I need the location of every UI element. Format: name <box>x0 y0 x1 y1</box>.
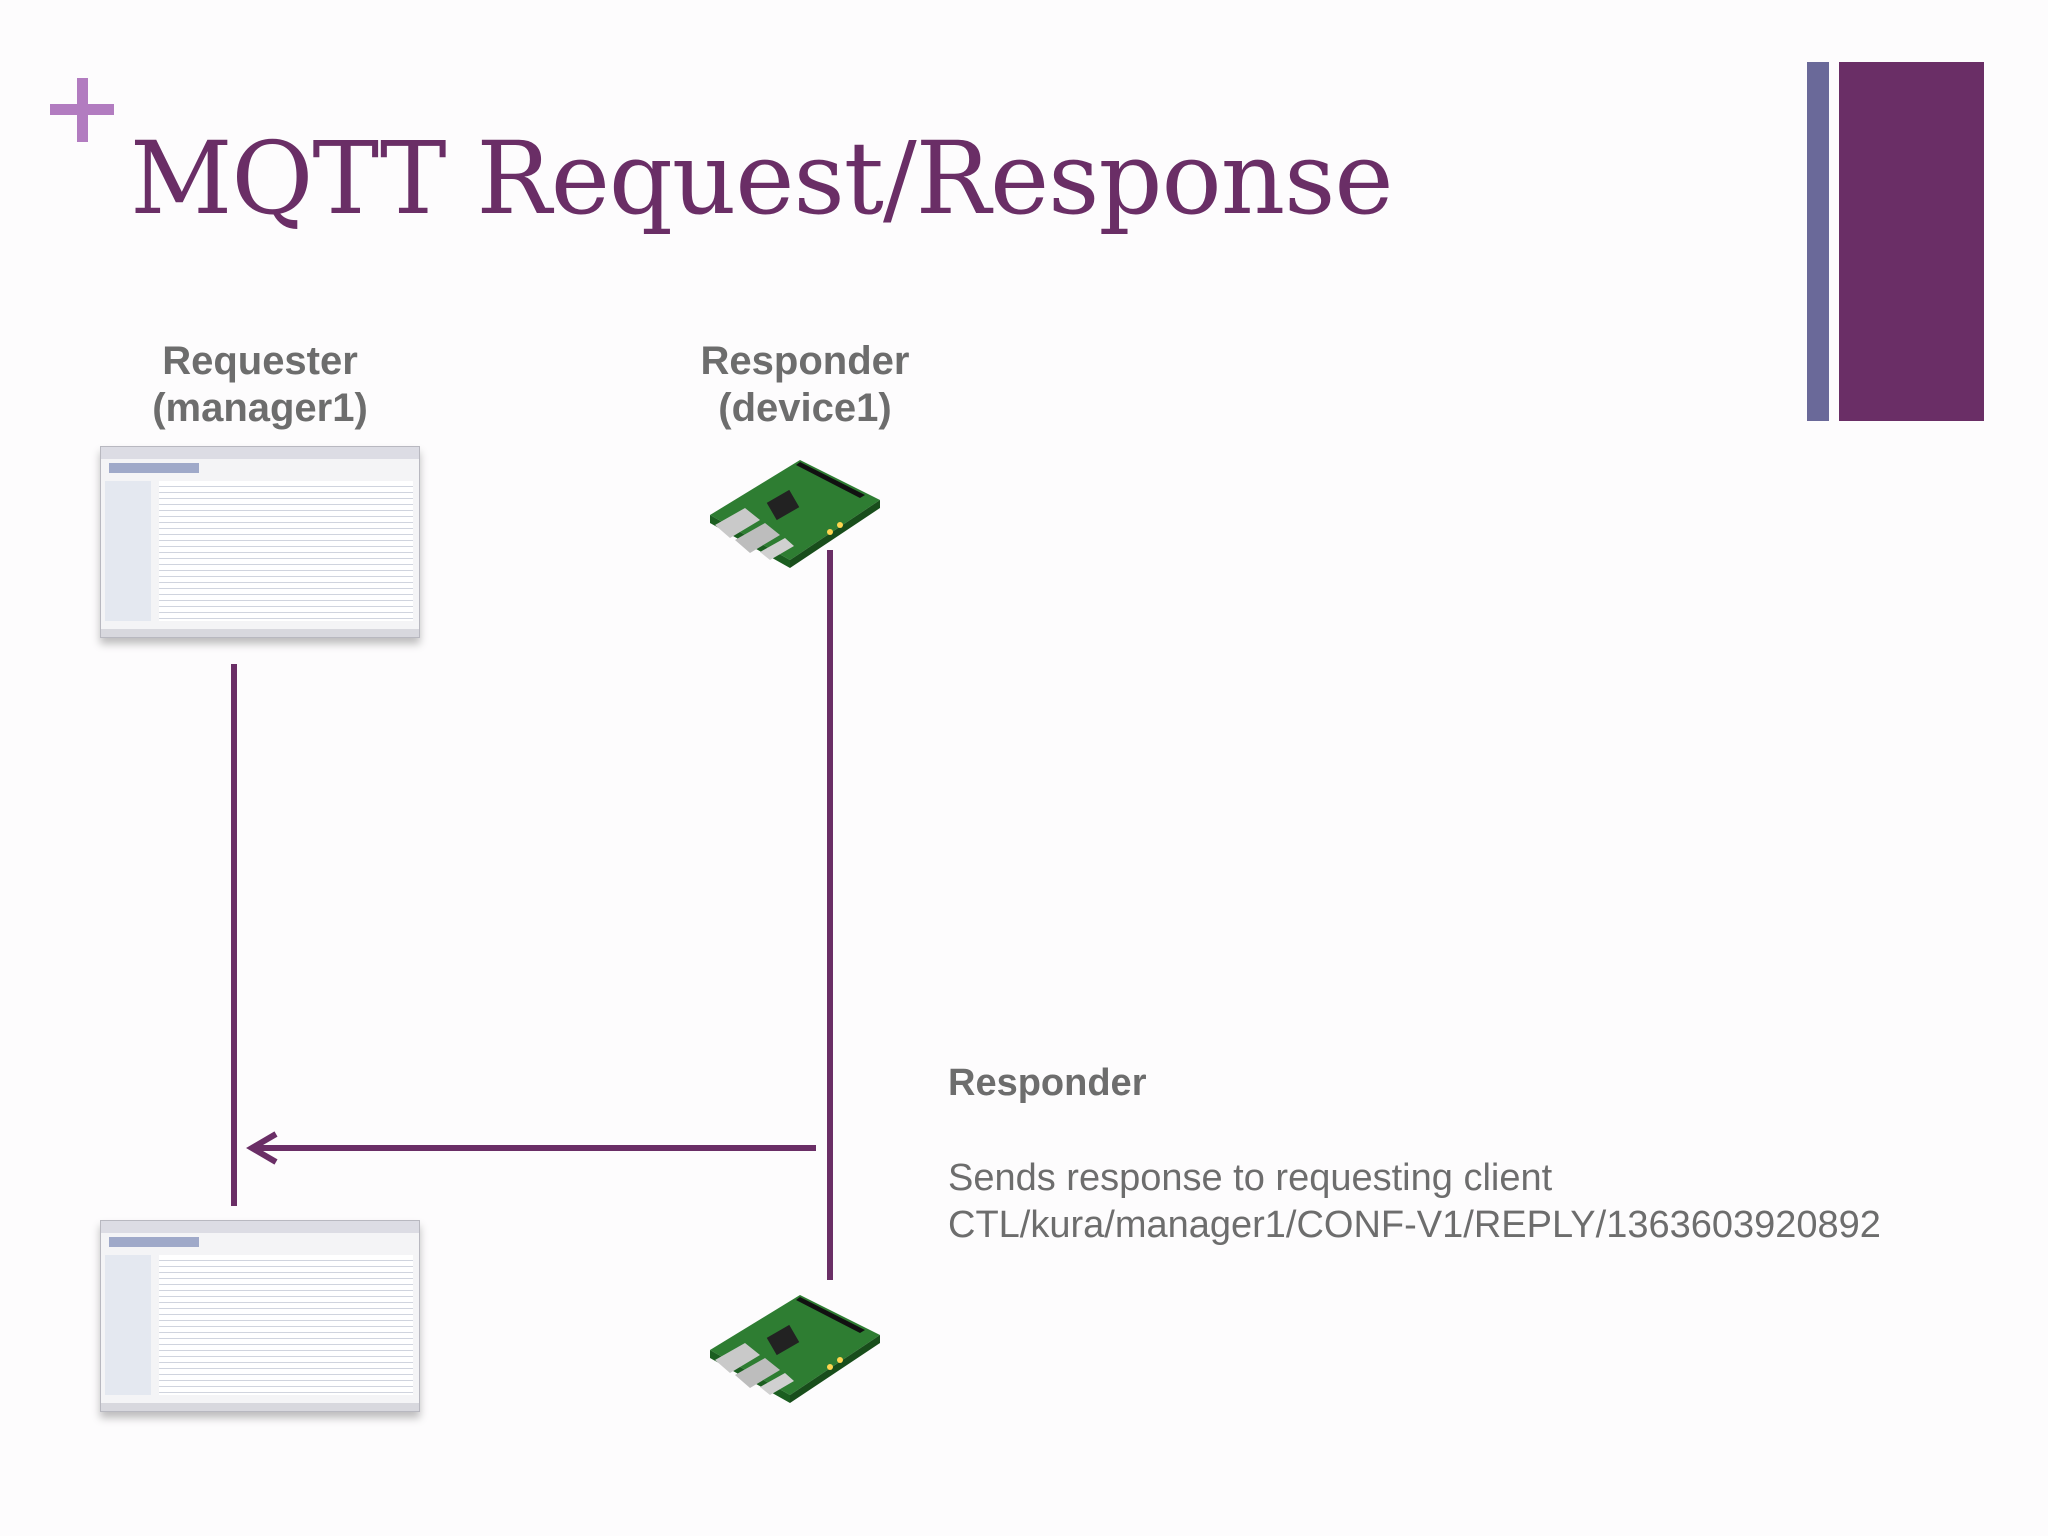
requester-console-icon-top <box>100 446 420 638</box>
decorative-bar-thin <box>1807 62 1829 421</box>
annotation-line-1: Sends response to requesting client <box>948 1157 1553 1199</box>
requester-console-icon-bottom <box>100 1220 420 1412</box>
requester-name: Requester <box>162 339 358 383</box>
raspberry-pi-icon-bottom <box>710 1295 880 1403</box>
requester-label: Requester (manager1) <box>140 338 380 432</box>
responder-id: (device1) <box>718 386 892 430</box>
response-arrow <box>246 1131 816 1165</box>
responder-lifeline <box>827 550 833 1280</box>
raspberry-pi-icon-top <box>710 460 880 568</box>
annotation-topic: CTL/kura/manager1/CONF-V1/REPLY/13636039… <box>948 1204 1881 1246</box>
requester-id: (manager1) <box>152 386 368 430</box>
responder-name: Responder <box>700 339 910 383</box>
decorative-bar-thick <box>1839 62 1984 421</box>
requester-lifeline <box>231 664 237 1206</box>
plus-icon <box>50 78 114 142</box>
responder-label: Responder (device1) <box>685 338 925 432</box>
annotation-description: Sends response to requesting client CTL/… <box>948 1155 1881 1249</box>
annotation-heading: Responder <box>948 1062 1147 1104</box>
slide-title: MQTT Request/Response <box>130 120 1394 237</box>
